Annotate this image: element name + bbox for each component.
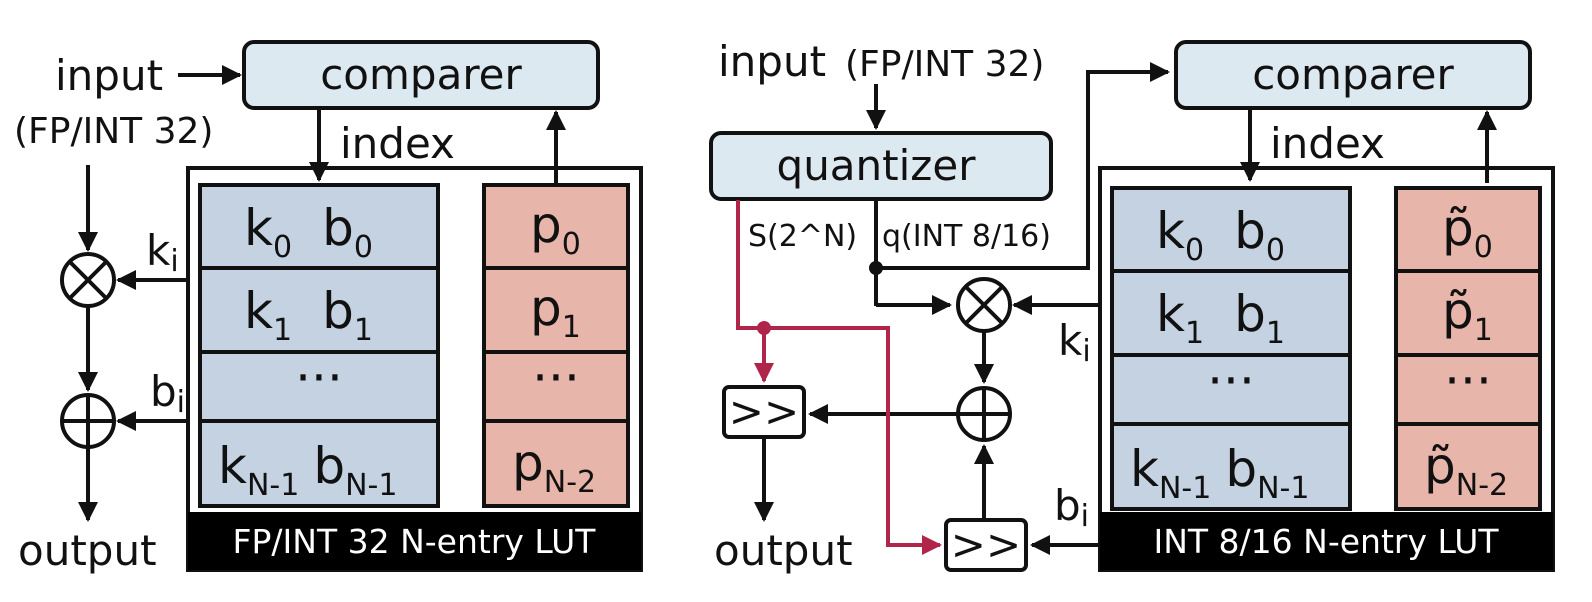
right-p-row-1: p̃1 <box>1442 282 1493 348</box>
right-p-row-ellipsis: ··· <box>1444 352 1492 410</box>
left-p-row-last: pN-2 <box>512 434 596 500</box>
right-p-table: p̃0 p̃1 ··· p̃N-2 <box>1394 186 1542 511</box>
right-kb-row-ellipsis: ··· <box>1207 352 1255 410</box>
right-index-label: index <box>1270 119 1385 168</box>
right-add-icon <box>956 386 1012 442</box>
left-p-row-ellipsis: ··· <box>532 349 580 407</box>
left-p-row-0: p0 <box>530 196 581 262</box>
right-q-to-comparer-arrow <box>876 62 1170 270</box>
right-scale-to-bias-shift-arrow <box>736 200 942 555</box>
right-scale-label: S(2^N) <box>748 219 857 254</box>
left-diagram: input (FP/INT 32) comparer index FP/INT … <box>14 40 643 575</box>
right-comparer-label: comparer <box>1252 50 1454 99</box>
left-p-row-1: p1 <box>530 279 581 345</box>
right-comparer-box <box>1174 40 1532 110</box>
right-input-type: (FP/INT 32) <box>845 44 1044 85</box>
right-diagram: input (FP/INT 32) quantizer S(2^N) q(INT… <box>709 37 1555 575</box>
right-shift-label-output: >> <box>729 387 799 436</box>
right-q-label: q(INT 8/16) <box>882 219 1051 254</box>
right-multiply-icon <box>956 277 1012 333</box>
right-lut-caption-bar <box>1100 512 1553 570</box>
left-input-type: (FP/INT 32) <box>14 111 213 152</box>
right-p-row-last: p̃N-2 <box>1424 437 1508 503</box>
left-index-label: index <box>340 119 455 168</box>
right-lut-caption: INT 8/16 N-entry LUT <box>1153 522 1499 561</box>
left-lut-caption-bar <box>188 512 641 570</box>
left-multiply-icon <box>60 252 116 308</box>
right-output-label: output <box>714 526 853 575</box>
right-b-label: bi <box>1054 481 1089 534</box>
left-kb-row-ellipsis: ··· <box>295 349 343 407</box>
left-comparer-box <box>242 40 600 110</box>
left-comparer-label: comparer <box>320 50 522 99</box>
right-shift-label-bias: >> <box>951 520 1021 569</box>
right-input-label: input <box>718 37 826 86</box>
left-add-icon <box>60 393 116 449</box>
left-input-label: input <box>55 51 163 100</box>
right-p-row-0: p̃0 <box>1442 199 1493 265</box>
left-output-label: output <box>18 526 157 575</box>
right-quantizer-box <box>709 131 1053 201</box>
left-p-table: p0 p1 ··· pN-2 <box>482 183 630 508</box>
right-k-label: ki <box>1058 316 1091 369</box>
left-k-label: ki <box>146 226 179 279</box>
left-b-label: bi <box>150 367 185 420</box>
left-lut-caption: FP/INT 32 N-entry LUT <box>233 522 597 561</box>
right-quantizer-label: quantizer <box>777 141 977 190</box>
